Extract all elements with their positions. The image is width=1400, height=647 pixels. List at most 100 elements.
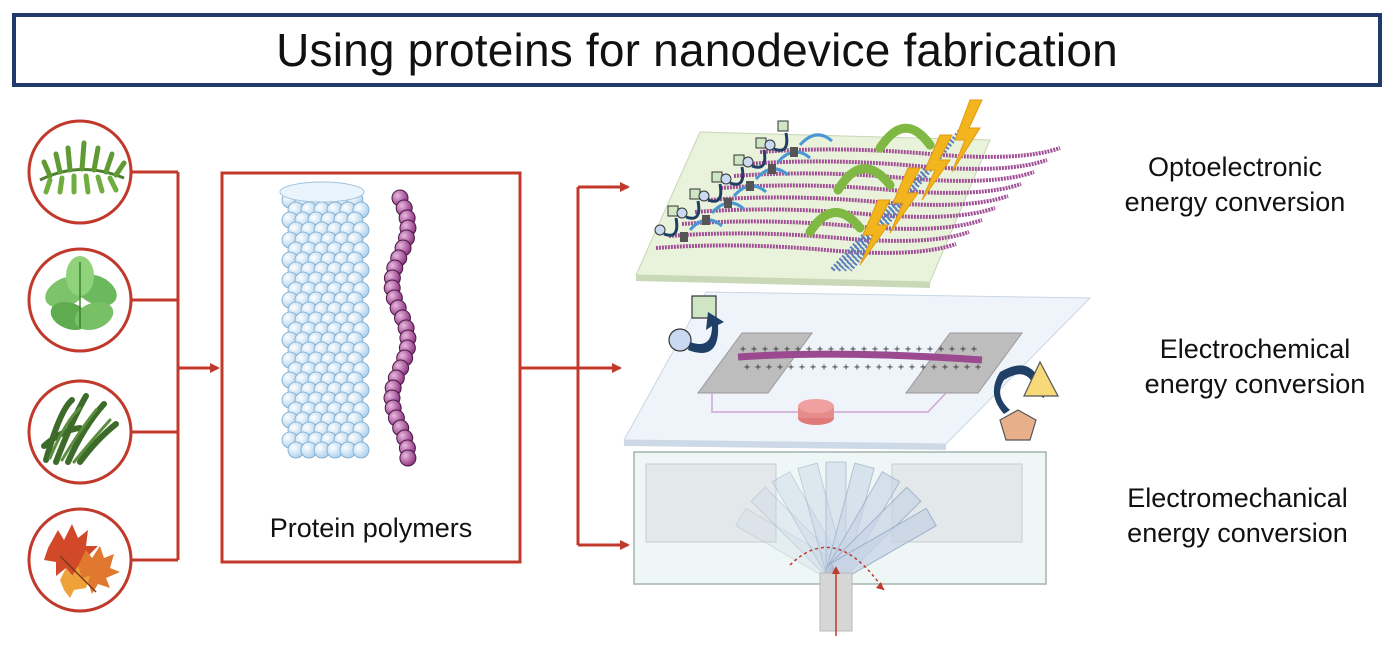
source-circle-mint bbox=[27, 247, 133, 353]
reactant-circle-icon bbox=[742, 156, 754, 168]
protein-polymers-box bbox=[220, 171, 522, 564]
charge-mark: + bbox=[806, 344, 812, 355]
charge-mark: + bbox=[832, 362, 838, 373]
electrochemical-device: ++++++++++++++++++++++++++++++++++++++++… bbox=[623, 291, 1092, 450]
reactant-square-icon bbox=[667, 205, 679, 217]
green-arrow-icon bbox=[805, 123, 935, 237]
charge-mark: + bbox=[927, 344, 933, 355]
charge-mark: + bbox=[975, 362, 981, 373]
reactant-circle-icon bbox=[654, 224, 666, 236]
charge-mark: + bbox=[953, 362, 959, 373]
nanowire-strand bbox=[655, 242, 957, 255]
charge-mark: + bbox=[795, 344, 801, 355]
optoelectronic-device bbox=[635, 99, 1061, 288]
reactant-circle-icon bbox=[698, 190, 710, 202]
product-triangle-icon bbox=[1023, 360, 1059, 397]
opto-label-line1: Optoelectronic bbox=[1147, 152, 1323, 182]
charge-mark: + bbox=[887, 362, 893, 373]
nanowire-strand bbox=[746, 158, 1048, 171]
conversion-arrow bbox=[707, 183, 723, 203]
product-pentagon-icon bbox=[999, 409, 1037, 441]
fern-icon bbox=[39, 140, 127, 195]
conversion-arrow bbox=[663, 217, 679, 237]
electrode bbox=[790, 147, 798, 157]
reactant-circle-icon bbox=[668, 328, 692, 352]
source-circle-autumn bbox=[27, 507, 133, 613]
opto-label: Optoelectronic energy conversion bbox=[1100, 150, 1370, 220]
conversion-arrow bbox=[751, 149, 767, 169]
electrode bbox=[746, 181, 754, 191]
source-circle-fern bbox=[27, 119, 133, 225]
electron-arrow bbox=[798, 133, 833, 147]
charge-mark: + bbox=[894, 344, 900, 355]
reactant-square-icon bbox=[733, 154, 745, 166]
tubulin-unit bbox=[352, 441, 370, 459]
lightning-icon bbox=[859, 99, 983, 266]
electrode bbox=[680, 232, 688, 242]
charge-mark: + bbox=[784, 344, 790, 355]
charge-mark: + bbox=[964, 362, 970, 373]
right-connector bbox=[521, 182, 630, 550]
polymer-bead bbox=[399, 449, 417, 467]
charge-mark: + bbox=[762, 344, 768, 355]
electrode bbox=[724, 198, 732, 208]
conversion-arrow bbox=[729, 166, 745, 186]
nanowire-strand bbox=[733, 170, 1035, 183]
reactant-square-icon bbox=[711, 171, 723, 183]
charge-mark: + bbox=[839, 344, 845, 355]
charge-mark: + bbox=[810, 362, 816, 373]
title-box: Using proteins for nanodevice fabricatio… bbox=[12, 13, 1382, 87]
reactant-circle-icon bbox=[764, 139, 776, 151]
charge-mark: + bbox=[751, 344, 757, 355]
mesh-strip bbox=[842, 158, 935, 272]
charge-mark: + bbox=[916, 344, 922, 355]
charge-mark: + bbox=[766, 362, 772, 373]
charge-mark: + bbox=[876, 362, 882, 373]
charge-mark: + bbox=[744, 362, 750, 373]
reactant-square-icon bbox=[777, 120, 789, 132]
nanowire-strand bbox=[694, 206, 996, 219]
reactant-circle-icon bbox=[720, 173, 732, 185]
charge-mark: + bbox=[949, 344, 955, 355]
moss-icon bbox=[41, 393, 119, 465]
electrode bbox=[702, 215, 710, 225]
charge-mark: + bbox=[821, 362, 827, 373]
charge-mark: + bbox=[773, 344, 779, 355]
charge-mark: + bbox=[865, 362, 871, 373]
charge-mark: + bbox=[843, 362, 849, 373]
reactant-circle-icon bbox=[676, 207, 688, 219]
charge-mark: + bbox=[828, 344, 834, 355]
electromech-label-line1: Electromechanical bbox=[1127, 483, 1348, 513]
left-connector bbox=[131, 170, 220, 562]
charge-mark: + bbox=[960, 344, 966, 355]
conversion-arrow bbox=[685, 200, 701, 220]
charge-mark: + bbox=[942, 362, 948, 373]
charge-mark: + bbox=[909, 362, 915, 373]
nanowire-strand bbox=[668, 230, 970, 243]
conversion-arrow-left bbox=[688, 312, 724, 353]
charge-mark: + bbox=[788, 362, 794, 373]
charge-mark: + bbox=[971, 344, 977, 355]
charge-mark: + bbox=[854, 362, 860, 373]
charge-mark: + bbox=[905, 344, 911, 355]
microtubule-illustration bbox=[279, 181, 370, 459]
charge-mark: + bbox=[898, 362, 904, 373]
autumn-leaf-icon bbox=[44, 524, 120, 598]
electromech-label-line2: energy conversion bbox=[1127, 518, 1348, 548]
nanowire-strand bbox=[759, 146, 1061, 159]
nanowire-strand bbox=[707, 194, 1009, 207]
reactant-square-icon bbox=[689, 188, 701, 200]
electrochem-label-line1: Electrochemical bbox=[1159, 334, 1351, 364]
nanowire-strand bbox=[720, 182, 1022, 195]
electromech-label: Electromechanical energy conversion bbox=[1095, 481, 1380, 551]
mint-leaf-icon bbox=[45, 256, 117, 331]
charge-mark: + bbox=[872, 344, 878, 355]
source-circle-moss bbox=[27, 379, 133, 485]
charge-mark: + bbox=[777, 362, 783, 373]
electrochem-label-line2: energy conversion bbox=[1144, 369, 1366, 399]
conversion-arrow bbox=[773, 132, 789, 152]
charge-mark: + bbox=[920, 362, 926, 373]
reactant-square-icon bbox=[691, 295, 717, 319]
reactant-square-icon bbox=[755, 137, 767, 149]
